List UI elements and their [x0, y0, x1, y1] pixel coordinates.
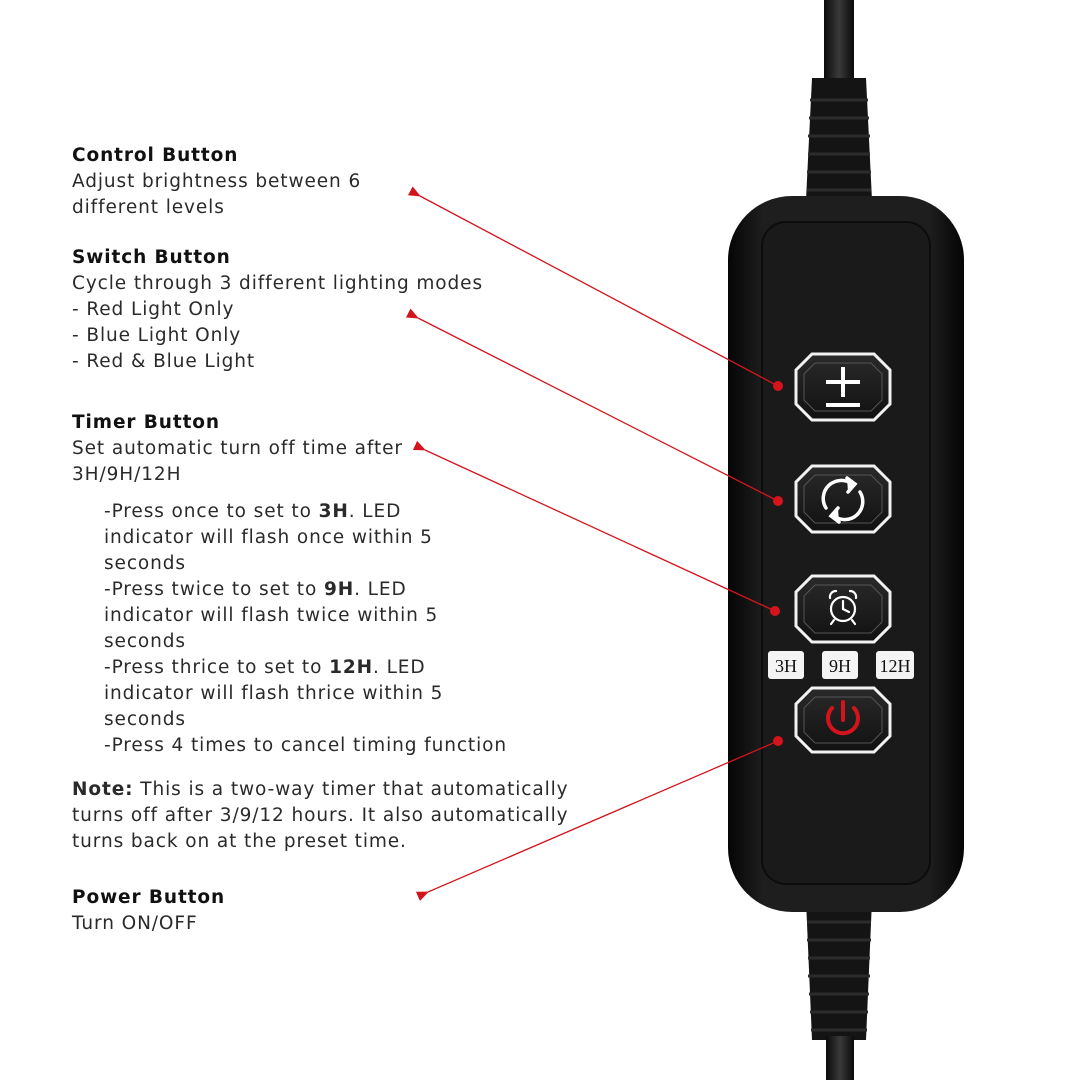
arrow-timer — [412, 440, 776, 612]
timer-indicator-9h: 9H — [822, 651, 858, 679]
timer-once-line: -Press once to set to 3H. LED — [104, 501, 402, 522]
switch-button-title: Switch Button — [72, 247, 231, 268]
cable-top — [824, 0, 854, 80]
timer-once-line-2: indicator will flash once within 5 — [104, 527, 433, 548]
timer-once-line-3: seconds — [104, 553, 186, 574]
note-line-3: turns back on at the preset time. — [72, 831, 407, 852]
note-line-1: Note: This is a two-way timer that autom… — [72, 779, 569, 800]
timer-twice-line-2: indicator will flash twice within 5 — [104, 605, 439, 626]
timer-cancel-line: -Press 4 times to cancel timing function — [104, 735, 507, 756]
callout-arrows — [405, 186, 783, 901]
timer-button-desc-2: 3H/9H/12H — [72, 464, 182, 485]
brightness-button[interactable] — [794, 352, 892, 422]
arrow-power — [415, 740, 779, 901]
timer-indicator-12h-label: 12H — [880, 656, 911, 676]
mode-blue: - Blue Light Only — [72, 325, 242, 346]
control-button-desc-1: Adjust brightness between 6 — [72, 171, 362, 192]
power-button-title: Power Button — [72, 887, 226, 908]
alarm-clock-icon — [828, 589, 858, 626]
timer-indicator-3h: 3H — [768, 651, 804, 679]
timer-indicator-3h-label: 3H — [775, 656, 797, 676]
controller-face — [761, 221, 931, 885]
power-icon — [826, 700, 860, 736]
strain-relief-top — [806, 78, 872, 200]
power-button-desc: Turn ON/OFF — [72, 913, 198, 934]
cycle-arrows-icon — [821, 476, 865, 524]
control-button-desc-2: different levels — [72, 197, 225, 218]
strain-relief-bottom — [806, 900, 872, 1040]
arrow-control — [407, 186, 779, 387]
mode-red-blue: - Red & Blue Light — [72, 351, 256, 372]
timer-twice-line: -Press twice to set to 9H. LED — [104, 579, 407, 600]
mode-red: - Red Light Only — [72, 299, 235, 320]
control-button-title: Control Button — [72, 145, 239, 166]
timer-indicator-9h-label: 9H — [829, 656, 851, 676]
note-line-2: turns off after 3/9/12 hours. It also au… — [72, 805, 569, 826]
timer-thrice-line-3: seconds — [104, 709, 186, 730]
timer-button-desc-1: Set automatic turn off time after — [72, 438, 403, 459]
cable-bottom — [826, 1036, 854, 1080]
timer-button-title: Timer Button — [72, 412, 220, 433]
switch-button-desc: Cycle through 3 different lighting modes — [72, 273, 483, 294]
mode-switch-button[interactable] — [794, 464, 892, 534]
timer-twice-line-3: seconds — [104, 631, 186, 652]
power-button[interactable] — [794, 686, 892, 754]
arrow-switch — [405, 308, 779, 502]
timer-thrice-line-2: indicator will flash thrice within 5 — [104, 683, 444, 704]
timer-button[interactable] — [794, 574, 892, 644]
plus-minus-icon — [826, 367, 860, 407]
timer-thrice-line: -Press thrice to set to 12H. LED — [104, 657, 426, 678]
timer-indicator-12h: 12H — [876, 651, 914, 679]
